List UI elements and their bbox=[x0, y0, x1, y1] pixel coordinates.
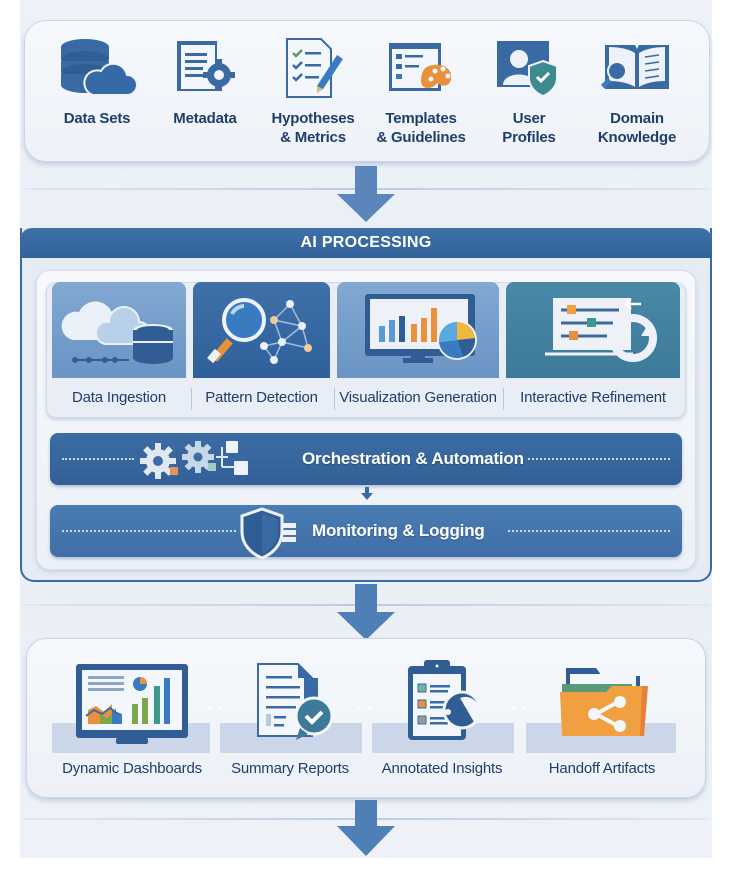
flow-arrow-down-icon bbox=[337, 166, 395, 222]
checklist-pencil-icon bbox=[273, 35, 353, 101]
input-label: Hypotheses & Metrics bbox=[271, 110, 355, 146]
stage-label: Data Ingestion bbox=[72, 388, 166, 406]
report-check-icon bbox=[210, 650, 370, 754]
stage-data-ingestion: Data Ingestion bbox=[52, 282, 186, 418]
stage-label: Pattern Detection bbox=[205, 388, 318, 406]
gears-workflow-icon bbox=[140, 441, 248, 479]
ai-processing-title: AI PROCESSING bbox=[300, 234, 432, 251]
stage-pattern-detection: Pattern Detection bbox=[193, 282, 330, 418]
user-shield-icon bbox=[489, 35, 569, 101]
inputs-panel: Data Sets Metadata bbox=[24, 20, 710, 162]
input-hypotheses-metrics: Hypotheses & Metrics bbox=[263, 35, 363, 147]
stage-separator bbox=[191, 388, 192, 410]
output-label: Dynamic Dashboards bbox=[62, 760, 202, 777]
orchestration-automation-bar: Orchestration & Automation bbox=[50, 433, 682, 485]
input-templates-guidelines: Templates & Guidelines bbox=[371, 35, 471, 147]
monitor-chart-icon bbox=[337, 282, 499, 378]
connector-dots: •• bbox=[358, 703, 378, 714]
input-domain-knowledge: Domain Knowledge bbox=[587, 35, 687, 147]
output-annotated-insights: Annotated Insights bbox=[362, 650, 522, 777]
clipboard-gauge-icon bbox=[362, 650, 522, 754]
cloud-database-icon bbox=[52, 282, 186, 378]
stage-interactive-refinement: Interactive Refinement bbox=[506, 282, 680, 418]
stage-separator bbox=[334, 388, 335, 410]
orchestration-label: Orchestration & Automation bbox=[302, 449, 524, 468]
output-label: Annotated Insights bbox=[381, 760, 503, 777]
shield-log-icon bbox=[240, 507, 296, 560]
monitoring-logging-bar: Monitoring & Logging bbox=[50, 505, 682, 560]
dotted-line bbox=[508, 530, 670, 532]
input-metadata: Metadata bbox=[155, 35, 255, 128]
dotted-line bbox=[62, 530, 236, 532]
stage-label: Visualization Generation bbox=[339, 388, 497, 406]
dotted-line bbox=[528, 458, 670, 460]
input-label: Metadata bbox=[173, 110, 237, 127]
flow-arrow-down-icon bbox=[337, 800, 395, 856]
database-cloud-icon bbox=[57, 35, 137, 101]
template-palette-icon bbox=[381, 35, 461, 101]
sliders-refresh-icon bbox=[506, 282, 680, 378]
folder-share-icon bbox=[522, 650, 682, 754]
input-data-sets: Data Sets bbox=[47, 35, 147, 128]
stage-visualization-generation: Visualization Generation bbox=[337, 282, 499, 418]
monitoring-label: Monitoring & Logging bbox=[312, 521, 485, 540]
output-label: Summary Reports bbox=[231, 760, 349, 777]
connector-dots: •• bbox=[208, 703, 228, 714]
magnifier-network-icon bbox=[193, 282, 330, 378]
document-gear-icon bbox=[165, 35, 245, 101]
stage-separator bbox=[503, 388, 504, 410]
dotted-line bbox=[62, 458, 134, 460]
input-label: Templates & Guidelines bbox=[376, 110, 466, 146]
output-handoff-artifacts: Handoff Artifacts bbox=[522, 650, 682, 777]
input-label: Domain Knowledge bbox=[597, 110, 677, 146]
flow-arrow-down-icon bbox=[337, 584, 395, 640]
book-magnifier-icon bbox=[597, 35, 677, 101]
input-user-profiles: User Profiles bbox=[479, 35, 579, 147]
dashboard-monitor-icon bbox=[52, 650, 212, 754]
output-summary-reports: Summary Reports bbox=[210, 650, 370, 777]
small-arrow-down-icon bbox=[361, 487, 373, 500]
ai-processing-header: AI PROCESSING bbox=[20, 228, 712, 258]
output-dynamic-dashboards: Dynamic Dashboards bbox=[52, 650, 212, 777]
output-label: Handoff Artifacts bbox=[548, 760, 656, 777]
input-label: User Profiles bbox=[502, 110, 556, 146]
connector-dots: •• bbox=[512, 703, 532, 714]
stage-label: Interactive Refinement bbox=[520, 388, 666, 406]
input-label: Data Sets bbox=[63, 110, 131, 127]
